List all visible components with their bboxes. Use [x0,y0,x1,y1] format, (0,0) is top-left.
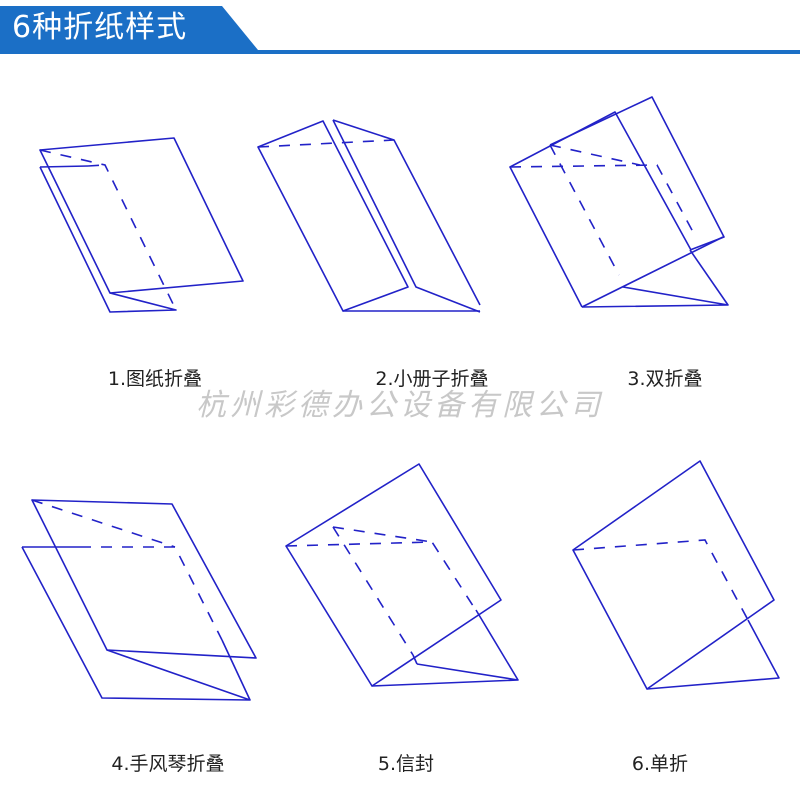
watermark: 杭州彩德办公设备有限公司 [196,388,604,423]
label-booklet-fold: 2.小册子折叠 [375,368,489,390]
label-blueprint-fold: 1.图纸折叠 [107,368,203,390]
diagram-envelope-fold [285,463,519,687]
page-title: 6种折纸样式 [12,10,188,45]
header-bar [0,6,800,54]
label-double-fold: 3.双折叠 [627,368,703,390]
label-envelope-fold: 5.信封 [377,753,435,775]
diagram-blueprint-fold [39,137,244,313]
diagram-double-fold [509,96,729,308]
label-accordion-fold: 4.手风琴折叠 [111,753,225,775]
diagram-accordion-fold [21,499,257,701]
diagram-booklet-fold [257,119,481,313]
diagram-single-fold [572,460,780,690]
label-single-fold: 6.单折 [631,753,689,775]
